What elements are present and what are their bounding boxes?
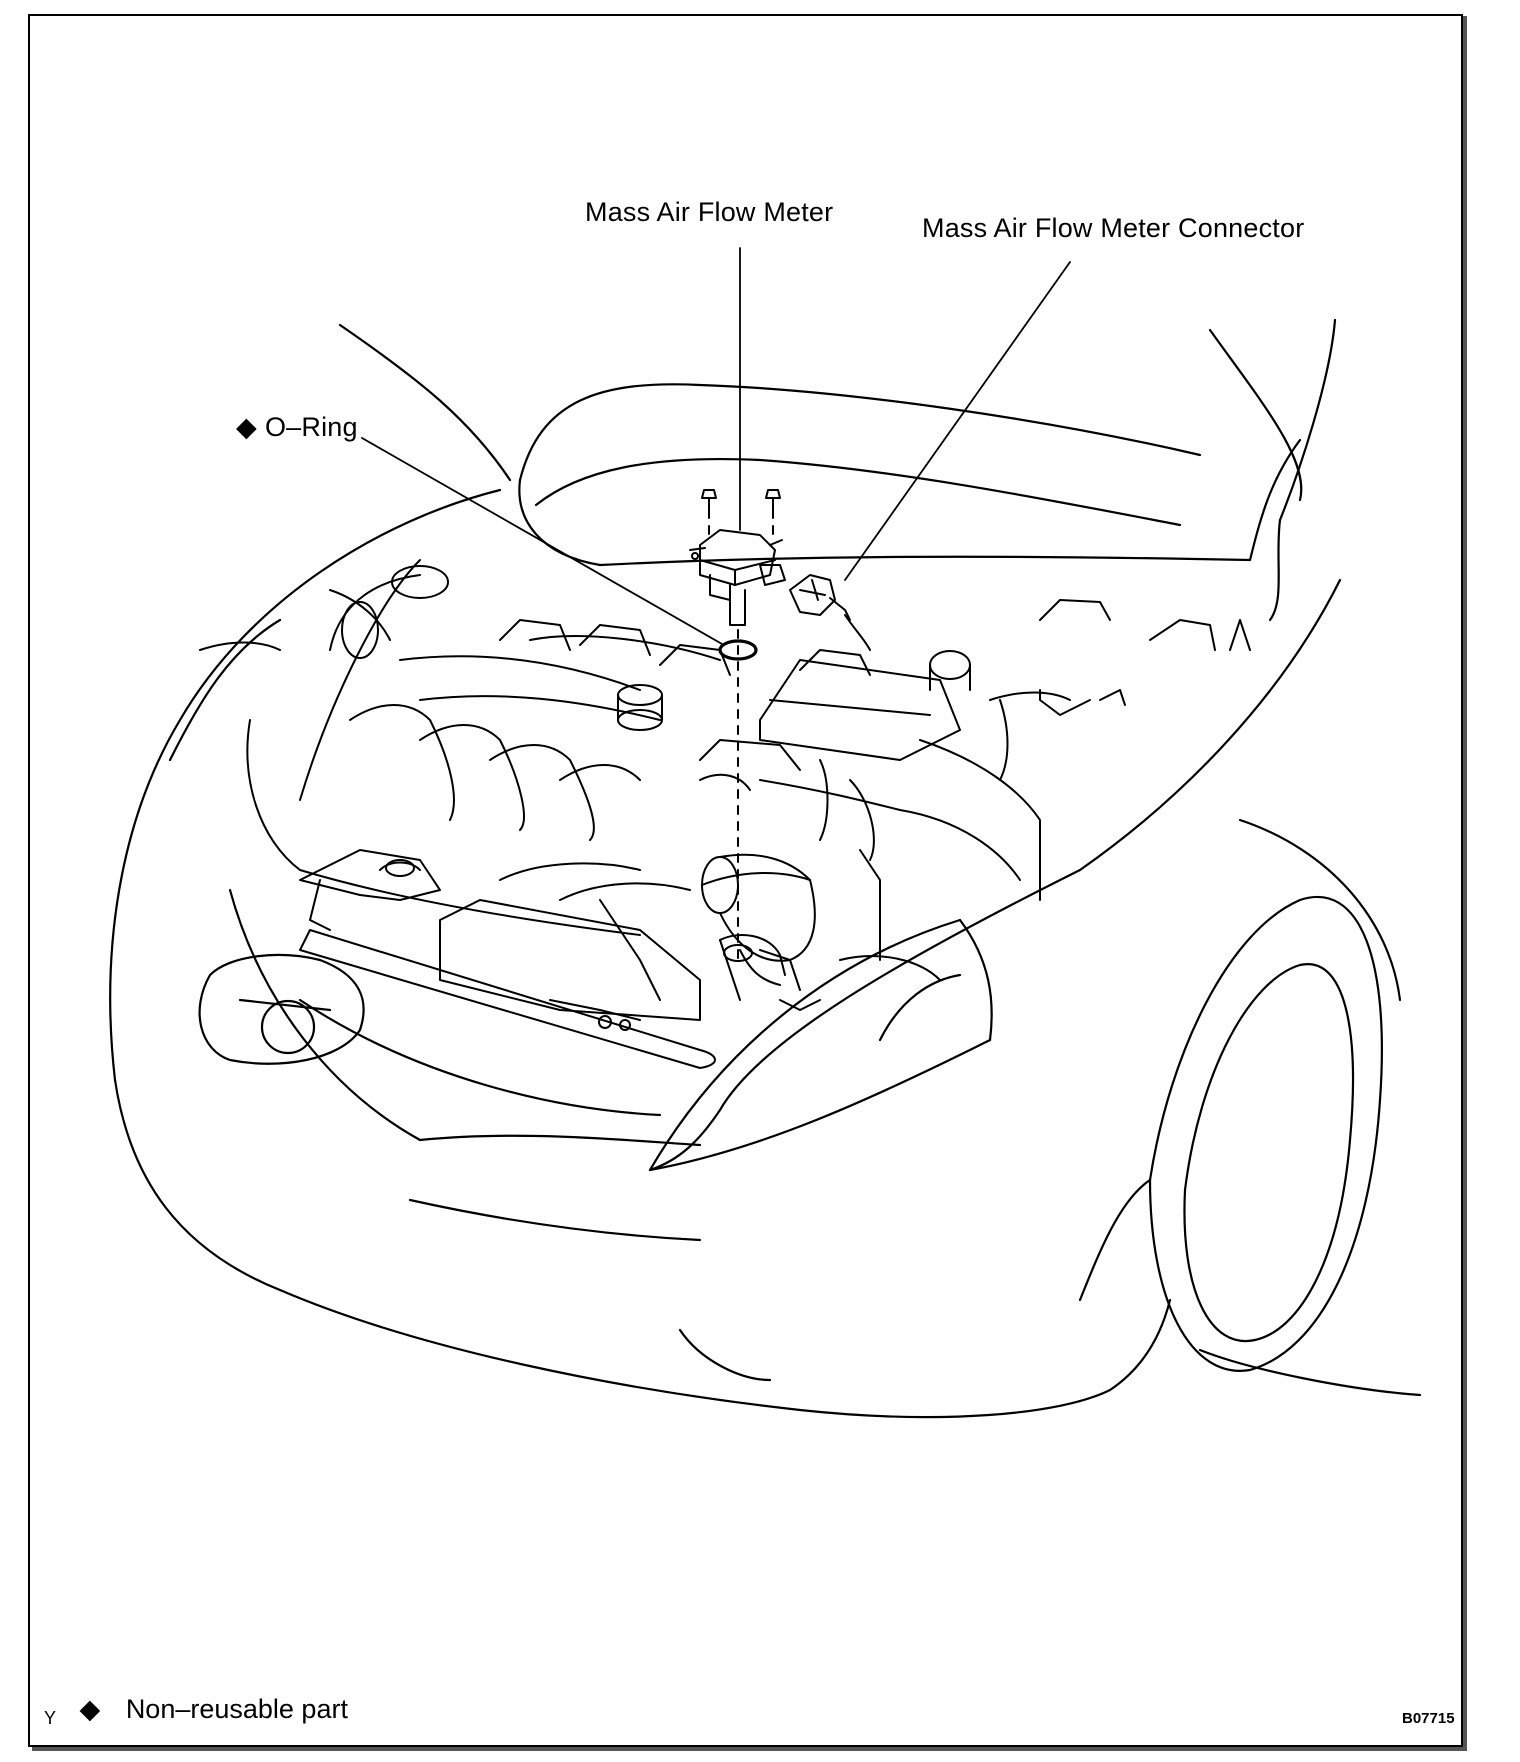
legend: Y ◆ Non–reusable part xyxy=(44,1694,348,1729)
diagram-frame xyxy=(28,14,1463,1747)
label-mass-air-flow-meter: Mass Air Flow Meter xyxy=(585,197,834,227)
o-ring-part xyxy=(718,639,758,661)
frame-shadow-bottom xyxy=(32,1747,1467,1751)
corner-code: Y xyxy=(44,1708,57,1728)
label-o-ring: ◆O–Ring xyxy=(236,412,358,443)
legend-text: Non–reusable part xyxy=(125,1694,348,1724)
assembly-axis xyxy=(708,509,774,959)
bolts xyxy=(701,489,781,511)
connector-part xyxy=(789,574,871,651)
intake-mount xyxy=(719,934,786,976)
mass-air-flow-meter-part xyxy=(689,529,786,626)
figure-code: B07715 xyxy=(1402,1710,1455,1727)
legend-marker-icon: ◆ xyxy=(79,1694,101,1724)
frame-shadow-right xyxy=(1463,16,1467,1749)
o-ring-text: O–Ring xyxy=(264,412,358,442)
headlight-right xyxy=(648,918,993,1172)
fog-lamp-left xyxy=(198,953,365,1065)
label-mass-air-flow-meter-connector: Mass Air Flow Meter Connector xyxy=(922,213,1305,243)
hood-outline xyxy=(338,318,1337,622)
front-wheel xyxy=(1078,818,1402,1372)
non-reusable-marker-icon: ◆ xyxy=(236,412,257,442)
lower-bumper xyxy=(408,1198,772,1382)
engine-bay-details xyxy=(199,559,1251,1069)
body-outline xyxy=(109,488,1422,1419)
leader-lines xyxy=(361,247,1071,645)
